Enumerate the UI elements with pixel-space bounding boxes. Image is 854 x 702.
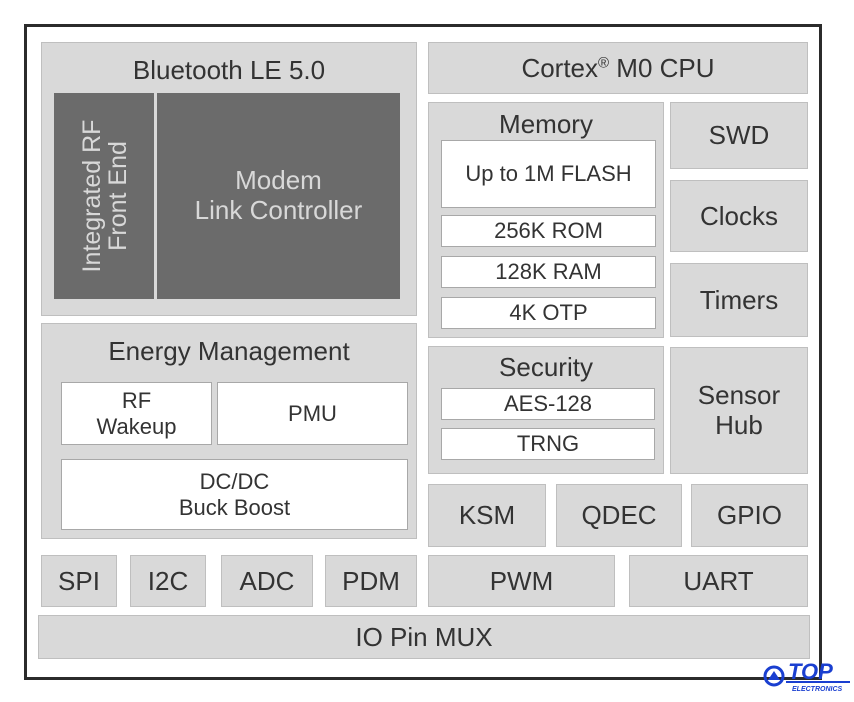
dcdc-block: DC/DC Buck Boost [61, 459, 408, 530]
pmu-block: PMU [217, 382, 408, 445]
rf-front-end-block: Integrated RF Front End [54, 93, 154, 299]
security-title: Security [499, 352, 593, 382]
uart-block: UART [629, 555, 808, 607]
memory-rom: 256K ROM [441, 215, 656, 247]
memory-title: Memory [499, 109, 593, 139]
memory-flash: Up to 1M FLASH [441, 140, 656, 208]
memory-ram: 128K RAM [441, 256, 656, 288]
pwm-block: PWM [428, 555, 615, 607]
modem-link-controller-block: Modem Link Controller [157, 93, 400, 299]
rf-wakeup-block: RF Wakeup [61, 382, 212, 445]
trng-block: TRNG [441, 428, 655, 460]
modem-link-controller-label: Modem Link Controller [194, 165, 363, 225]
io-pin-mux-block: IO Pin MUX [38, 615, 810, 659]
bluetooth-title: Bluetooth LE 5.0 [132, 55, 326, 85]
adc-block: ADC [221, 555, 313, 607]
spi-block: SPI [41, 555, 117, 607]
pdm-block: PDM [325, 555, 417, 607]
timers-block: Timers [670, 263, 808, 337]
top-electronics-logo: TOP ELECTRONICS [762, 657, 852, 697]
memory-otp: 4K OTP [441, 297, 656, 329]
ksm-block: KSM [428, 484, 546, 547]
svg-text:ELECTRONICS: ELECTRONICS [792, 686, 843, 693]
swd-block: SWD [670, 102, 808, 169]
qdec-block: QDEC [556, 484, 682, 547]
sensor-hub-block: Sensor Hub [670, 347, 808, 474]
svg-text:TOP: TOP [788, 659, 833, 684]
gpio-block: GPIO [691, 484, 808, 547]
i2c-block: I2C [130, 555, 206, 607]
cpu-label: Cortex® M0 CPU [521, 52, 715, 83]
top-electronics-logo-mark: TOP ELECTRONICS [763, 659, 850, 693]
cpu-block: Cortex® M0 CPU [428, 42, 808, 94]
rf-front-end-label: Integrated RF Front End [78, 119, 133, 273]
aes-block: AES-128 [441, 388, 655, 420]
energy-title: Energy Management [108, 336, 350, 366]
clocks-block: Clocks [670, 180, 808, 252]
